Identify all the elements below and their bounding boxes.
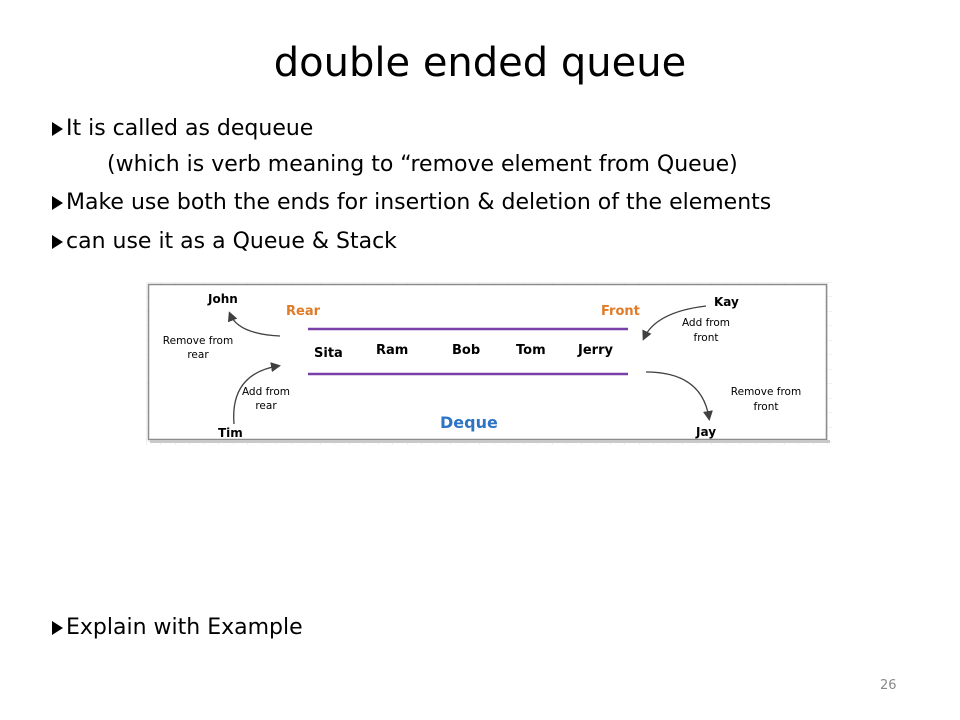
page-title: double ended queue: [273, 40, 687, 86]
remove-front-label-2: front: [754, 401, 779, 413]
element-jerry: Jerry: [577, 343, 613, 358]
arrow-bullet-icon: [52, 235, 63, 249]
bullet-subline: (which is verb meaning to “remove elemen…: [107, 152, 738, 177]
element-ram: Ram: [376, 343, 408, 358]
arrow-bullet-icon: [52, 196, 63, 210]
bullet-queue-stack: can use it as a Queue & Stack: [52, 229, 397, 254]
remove-rear-label-1: Remove from: [163, 335, 233, 347]
rear-label: Rear: [286, 304, 321, 319]
add-rear-label-1: Add from: [242, 386, 290, 398]
add-rear-label-2: rear: [255, 400, 277, 412]
deque-diagram-svg: Rear Front Sita Ram Bob Tom Jerry Deque …: [146, 282, 832, 445]
deque-label: Deque: [440, 413, 498, 432]
jay-label: Jay: [695, 425, 716, 439]
add-front-arrow: [642, 305, 707, 341]
remove-rear-label-2: rear: [187, 349, 209, 361]
arrow-bullet-icon: [52, 621, 63, 635]
add-front-label-2: front: [694, 332, 719, 344]
add-rear-arrow: [233, 362, 281, 425]
element-bob: Bob: [452, 343, 480, 358]
bullet-text: Make use both the ends for insertion & d…: [66, 190, 772, 215]
page-number: 26: [880, 678, 897, 693]
diagram-frame: [147, 283, 828, 441]
bullet-explain: Explain with Example: [52, 615, 303, 640]
kay-label: Kay: [714, 295, 739, 309]
remove-front-arrow: [645, 371, 713, 421]
bullet-text: Explain with Example: [66, 615, 303, 640]
bullet-dequeue: It is called as dequeue: [52, 116, 313, 141]
john-label: John: [207, 292, 238, 306]
deque-diagram: Rear Front Sita Ram Bob Tom Jerry Deque …: [146, 282, 832, 445]
tim-label: Tim: [218, 426, 243, 440]
frame-shadow: [150, 440, 830, 443]
remove-front-label-1: Remove from: [731, 386, 801, 398]
remove-rear-arrow: [227, 311, 281, 337]
bullet-both-ends: Make use both the ends for insertion & d…: [52, 190, 771, 215]
arrow-bullet-icon: [52, 122, 63, 136]
element-tom: Tom: [516, 343, 546, 358]
add-front-label-1: Add from: [682, 317, 730, 329]
bullet-text: can use it as a Queue & Stack: [66, 229, 397, 254]
bullet-text: It is called as dequeue: [66, 116, 314, 141]
front-label: Front: [601, 304, 640, 319]
element-sita: Sita: [314, 346, 343, 361]
